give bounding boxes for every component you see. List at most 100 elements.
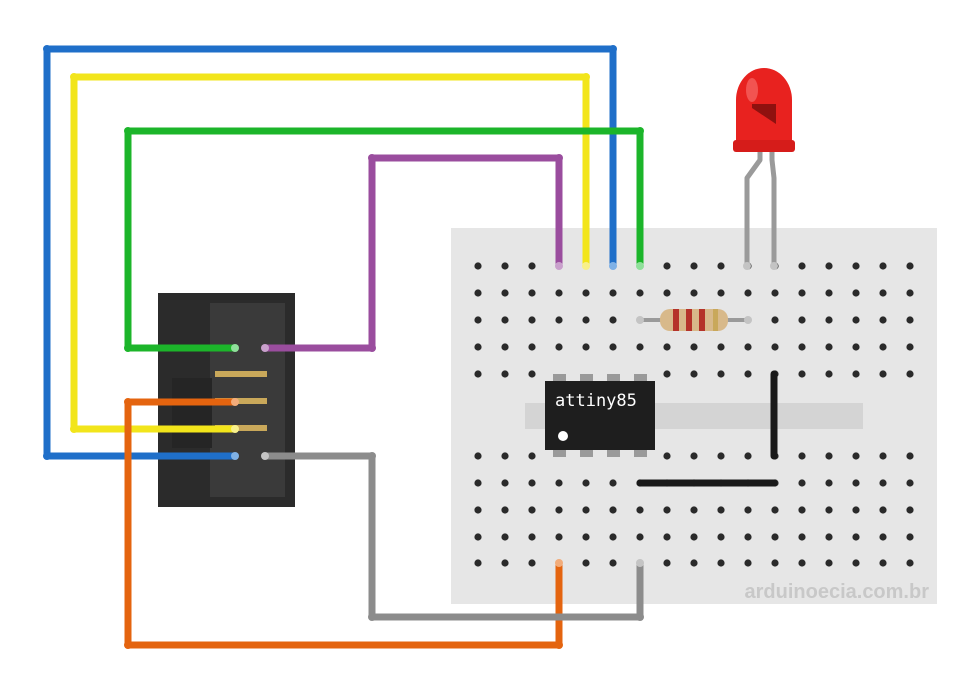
bend: [368, 344, 376, 352]
header-pin: [215, 425, 267, 431]
breadboard-hole: [798, 289, 806, 297]
black-wires: [636, 370, 778, 487]
breadboard-hole: [717, 289, 725, 297]
bend: [124, 398, 132, 406]
breadboard-hole: [744, 533, 752, 541]
breadboard-hole: [825, 289, 833, 297]
breadboard-hole: [474, 452, 482, 460]
endpoint: [744, 316, 752, 324]
breadboard-hole: [879, 289, 887, 297]
breadboard-hole: [852, 559, 860, 567]
breadboard-hole: [663, 262, 671, 270]
bend: [555, 154, 563, 162]
chip-label: attiny85: [555, 391, 637, 411]
breadboard-hole: [501, 343, 509, 351]
breadboard-hole: [771, 559, 779, 567]
breadboard-hole: [663, 533, 671, 541]
breadboard-hole: [528, 452, 536, 460]
breadboard-hole: [609, 559, 617, 567]
led-leg: [769, 145, 777, 266]
breadboard-hole: [582, 343, 590, 351]
bend: [368, 613, 376, 621]
breadboard-hole: [690, 343, 698, 351]
bend: [555, 641, 563, 649]
breadboard-hole: [717, 343, 725, 351]
header-pins: [215, 371, 267, 431]
breadboard-hole: [501, 506, 509, 514]
wire-bends: [43, 45, 644, 649]
breadboard-hole: [609, 343, 617, 351]
chip-pin: [634, 374, 647, 383]
breadboard-hole: [555, 479, 563, 487]
breadboard-hole: [879, 316, 887, 324]
breadboard-hole: [744, 452, 752, 460]
breadboard-hole: [879, 559, 887, 567]
bend: [368, 452, 376, 460]
breadboard-hole: [501, 479, 509, 487]
breadboard-hole: [663, 452, 671, 460]
header-pin: [215, 371, 267, 377]
breadboard-hole: [555, 343, 563, 351]
breadboard-hole: [582, 533, 590, 541]
breadboard-hole: [798, 343, 806, 351]
breadboard-hole: [879, 533, 887, 541]
breadboard-hole: [690, 370, 698, 378]
breadboard-hole: [906, 370, 914, 378]
bend: [636, 613, 644, 621]
breadboard-hole: [798, 533, 806, 541]
breadboard-hole: [906, 479, 914, 487]
breadboard-hole: [582, 559, 590, 567]
breadboard-hole: [825, 452, 833, 460]
breadboard-hole: [798, 370, 806, 378]
breadboard-hole: [798, 479, 806, 487]
breadboard-hole: [663, 370, 671, 378]
breadboard-hole: [906, 343, 914, 351]
chip-pin: [580, 374, 593, 383]
breadboard-hole: [906, 316, 914, 324]
breadboard-hole: [528, 316, 536, 324]
endpoint: [609, 262, 617, 270]
breadboard-hole: [771, 533, 779, 541]
breadboard-hole: [474, 479, 482, 487]
breadboard-hole: [825, 262, 833, 270]
breadboard-hole: [474, 262, 482, 270]
attiny85-chip: attiny85: [545, 374, 655, 457]
bend: [70, 73, 78, 81]
breadboard-hole: [636, 289, 644, 297]
breadboard-hole: [474, 533, 482, 541]
breadboard-hole: [825, 370, 833, 378]
breadboard-hole: [663, 289, 671, 297]
breadboard-hole: [879, 370, 887, 378]
resistor-band: [713, 309, 718, 331]
breadboard-hole: [663, 559, 671, 567]
breadboard-hole: [825, 559, 833, 567]
breadboard-hole: [717, 262, 725, 270]
breadboard-hole: [528, 533, 536, 541]
breadboard-hole: [555, 316, 563, 324]
endpoint: [231, 344, 239, 352]
bend: [124, 641, 132, 649]
breadboard-hole: [744, 343, 752, 351]
breadboard-hole: [744, 559, 752, 567]
breadboard-hole: [474, 506, 482, 514]
breadboard-hole: [906, 452, 914, 460]
breadboard-hole: [744, 506, 752, 514]
led-rim: [733, 140, 795, 152]
watermark: arduinoecia.com.br: [745, 581, 930, 603]
breadboard-hole: [852, 533, 860, 541]
breadboard-hole: [501, 316, 509, 324]
endpoint: [231, 452, 239, 460]
endpoint: [636, 559, 644, 567]
breadboard-hole: [555, 533, 563, 541]
breadboard-hole: [852, 506, 860, 514]
breadboard-hole: [906, 533, 914, 541]
breadboard-hole: [906, 506, 914, 514]
breadboard-hole: [852, 316, 860, 324]
breadboard: [451, 228, 937, 604]
breadboard-hole: [663, 506, 671, 514]
endpoint: [555, 262, 563, 270]
bend: [636, 127, 644, 135]
breadboard-hole: [582, 289, 590, 297]
breadboard-hole: [825, 506, 833, 514]
